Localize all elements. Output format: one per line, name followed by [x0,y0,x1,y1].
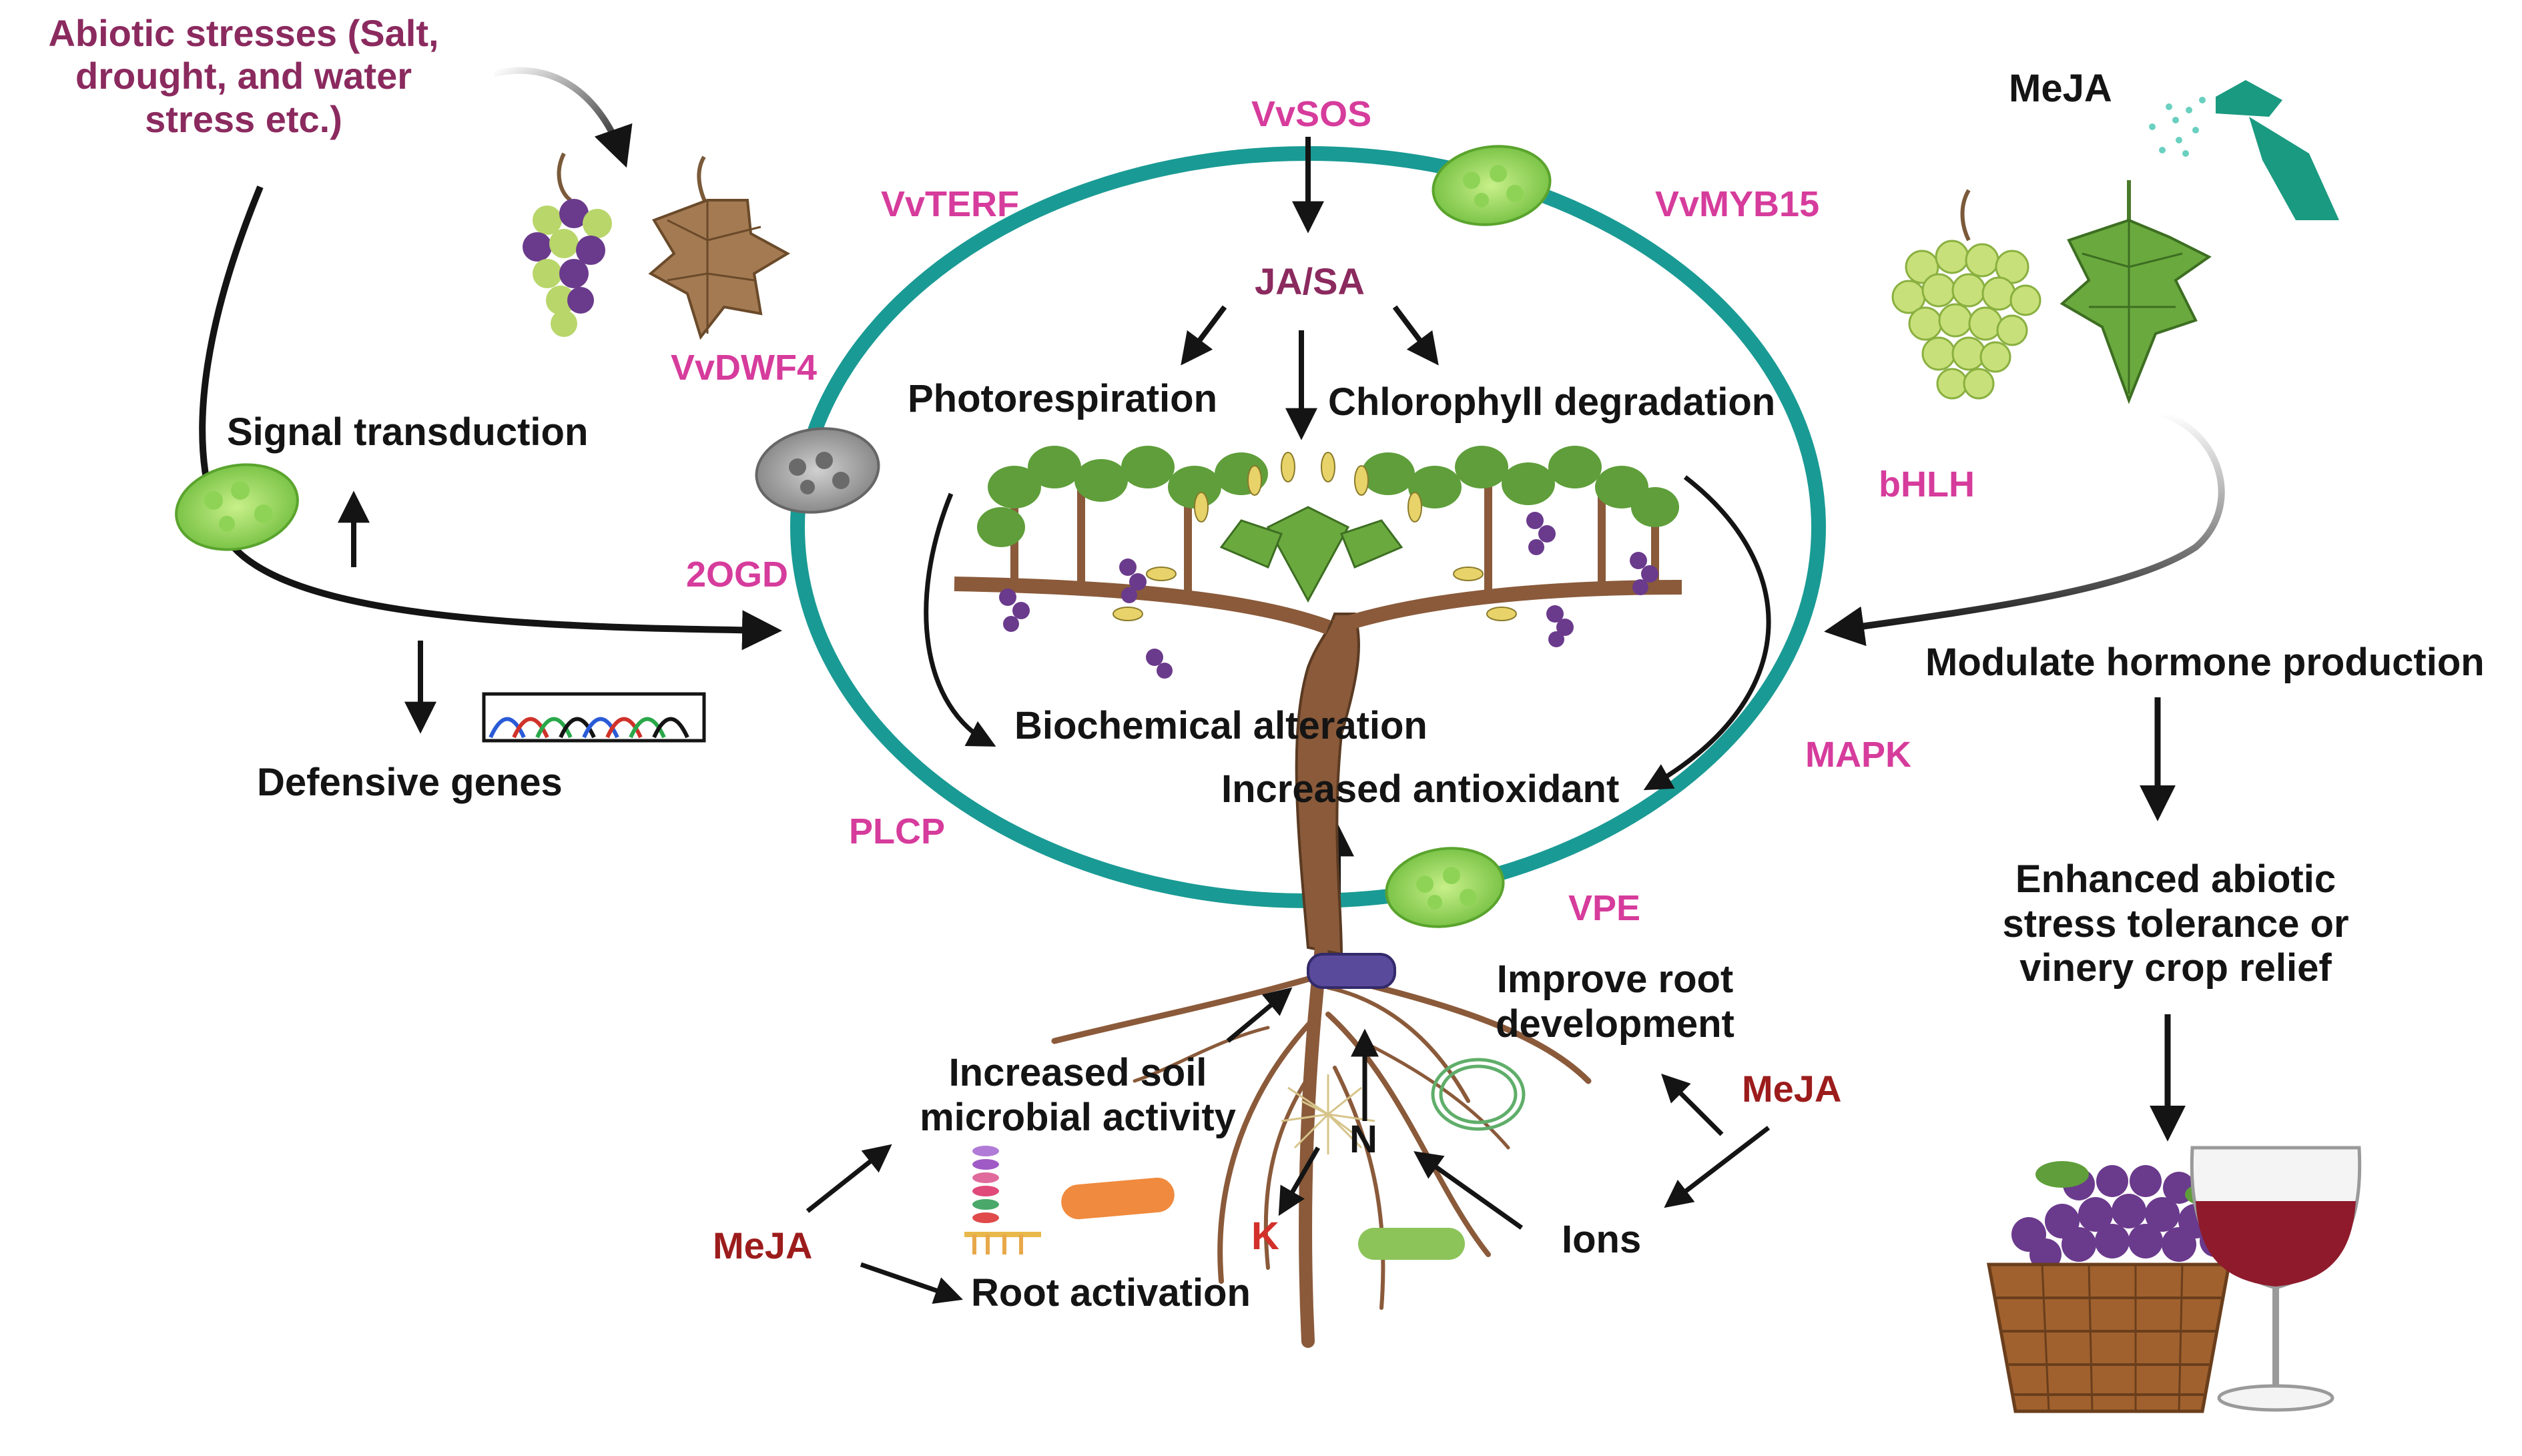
vine-leaf-icon [2060,180,2212,404]
dry-leaf-icon [648,155,791,340]
biochemical-alteration-label: Biochemical alteration [1014,704,1428,747]
defensive-genes-label: Defensive genes [257,761,563,804]
spray-bottle-icon [2149,80,2339,220]
meja-to-ions-arrow [1664,1126,1771,1208]
biochem-arrow [924,492,996,747]
gene-vvterf: VvTERF [881,184,1020,224]
ja-sa-label: JA/SA [1255,260,1365,302]
gene-vvmyb15: VvMYB15 [1655,184,1820,224]
improve-root-label: Improve root development [1468,958,1762,1046]
stress-line-2: drought, and water [75,55,412,97]
root-arrow-to-tree [1226,987,1293,1043]
green-bacterium-icon [1358,1228,1465,1260]
enhanced-line-3: vinery crop relief [2019,946,2332,990]
enhanced-line-1: Enhanced abiotic [2015,857,2336,901]
gene-vvsos: VvSOS [1251,94,1372,134]
wine-glass-icon [2190,1146,2362,1412]
antioxidant-arrow [1643,475,1771,791]
meja-to-ring-arrow [1824,410,2225,647]
grape-basket-icon [1987,1161,2233,1413]
gene-bhlh: bHLH [1879,464,1975,504]
k-arrow [1278,1146,1321,1216]
gene-2ogd: 2OGD [686,555,789,595]
receptor-stack-icon [964,1146,1041,1254]
gene-plcp: PLCP [849,811,946,851]
enhanced-line-2: stress tolerance or [2002,901,2349,946]
chloroplast-icon [175,463,299,551]
stress-line-1: Abiotic stresses (Salt, [48,12,439,54]
stress-grapes-icon [523,152,612,337]
chloroplast-top-icon [1432,145,1552,226]
gene-mapk: MAPK [1805,735,1911,775]
soil-microbial-label: Increased soil microbial activity [901,1051,1255,1140]
root-activation-label: Root activation [971,1271,1251,1315]
modulate-hormone-label: Modulate hormone production [1925,641,2485,684]
meja-right-label: MeJA [1742,1068,1842,1110]
increased-antioxidant-label: Increased antioxidant [1221,767,1620,811]
stress-line-3: stress etc.) [145,97,342,140]
gene-vpe: VPE [1568,888,1641,928]
damaged-chloroplast-icon [755,427,880,514]
improve-root-line-1: Improve root [1496,958,1734,1001]
nitrogen-label: N [1349,1118,1377,1161]
jasa-left-arrow [1181,305,1227,366]
microbe-coil-icon [1431,1058,1526,1131]
meja-to-soil-arrow [806,1144,892,1213]
dna-chromatogram-icon [482,692,706,743]
soil-microbial-line-1: Increased soil [948,1051,1207,1094]
meja-top-label: MeJA [2009,67,2112,110]
ions-arrow [1413,1151,1524,1230]
ions-label: Ions [1562,1218,1642,1261]
stress-to-grapes-arrow [493,67,633,168]
gene-vvdwf4: VvDWF4 [671,348,818,388]
soil-microbial-line-2: microbial activity [920,1095,1236,1139]
membrane-transporter-icon [1307,953,1396,989]
potassium-label: K [1251,1214,1279,1258]
stress-title: Abiotic stresses (Salt, drought, and wat… [13,12,474,141]
meja-left-label: MeJA [713,1224,813,1266]
root-hair-icon [1281,1074,1375,1154]
orange-bacterium-icon [1061,1177,1175,1220]
grapevine-tree-icon [954,446,1682,956]
meja-to-root-activation-arrow [860,1262,963,1304]
chloroplast-bottom-icon [1385,847,1505,928]
chlorophyll-degradation-label: Chlorophyll degradation [1328,380,1776,424]
photorespiration-label: Photorespiration [908,377,1218,420]
green-grapes-icon [1891,189,2041,400]
improve-root-line-2: development [1496,1002,1735,1046]
enhanced-tolerance-label: Enhanced abiotic stress tolerance or vin… [1962,857,2389,991]
signal-transduction-label: Signal transduction [227,410,589,454]
jasa-right-arrow [1392,305,1439,366]
meja-to-root-dev-arrow [1661,1074,1724,1136]
